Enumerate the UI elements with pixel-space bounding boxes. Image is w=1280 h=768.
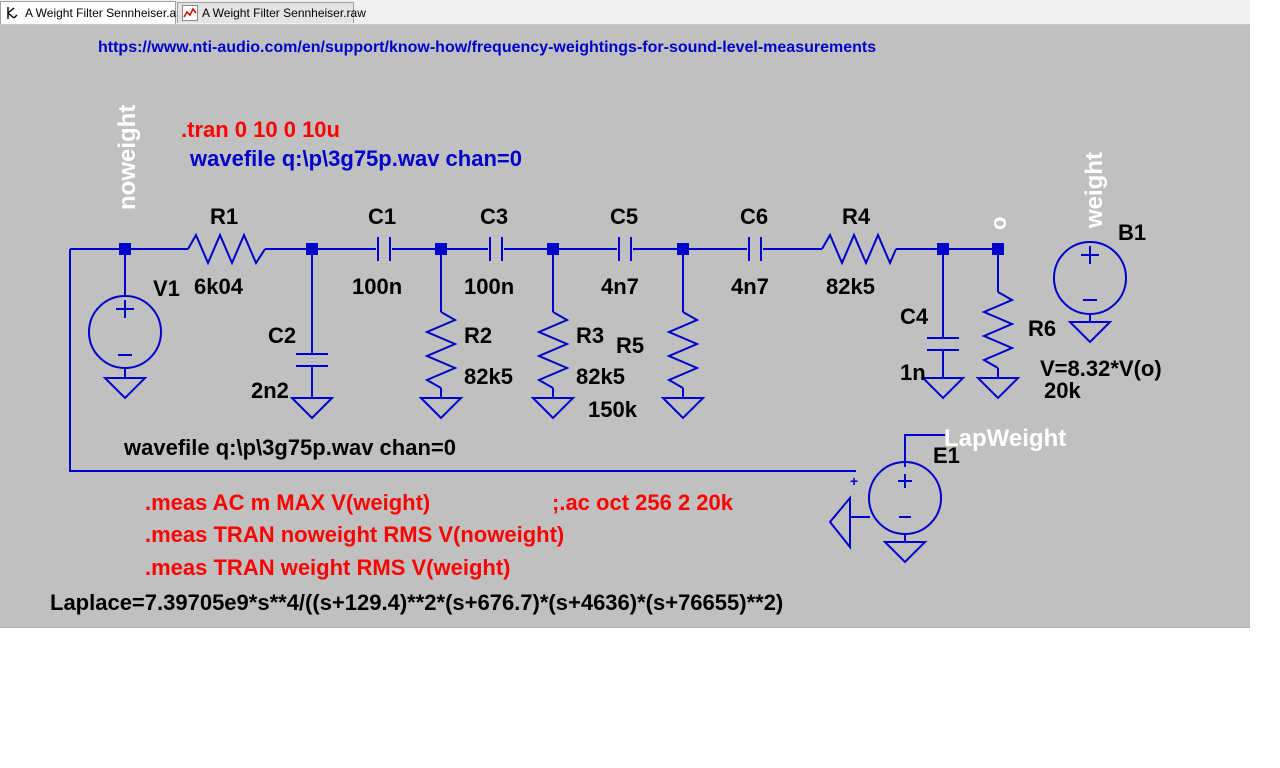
r6-value[interactable]: 20k [1044,378,1081,403]
capacitor-c4 [927,337,959,351]
c4-value[interactable]: 1n [900,360,926,385]
c1-value[interactable]: 100n [352,274,402,299]
wavefile-source-value[interactable]: wavefile q:\p\3g75p.wav chan=0 [123,435,456,460]
tran-directive[interactable]: .tran 0 10 0 10u [181,117,340,142]
net-label-o[interactable]: o [986,217,1011,230]
c5-value[interactable]: 4n7 [601,274,639,299]
c3-name[interactable]: C3 [480,204,508,229]
ground-e1-minus [828,495,870,550]
meas-noweight-directive[interactable]: .meas TRAN noweight RMS V(noweight) [145,522,564,547]
ground-c4 [920,377,966,400]
ground-r2 [418,397,464,420]
capacitor-c3 [489,237,503,261]
net-label-noweight[interactable]: noweight [114,105,141,210]
resistor-r1 [187,232,266,266]
r4-name[interactable]: R4 [842,204,871,229]
capacitor-c2 [296,353,328,367]
c2-value[interactable]: 2n2 [251,378,289,403]
c3-value[interactable]: 100n [464,274,514,299]
r6-name[interactable]: R6 [1028,316,1056,341]
r4-value[interactable]: 82k5 [826,274,875,299]
r1-value[interactable]: 6k04 [194,274,244,299]
capacitor-c6 [748,237,762,261]
laplace-expression[interactable]: Laplace=7.39705e9*s**4/((s+129.4)**2*(s+… [50,590,783,615]
resistor-r6 [981,291,1015,369]
ground-r5 [660,397,706,420]
r5-name[interactable]: R5 [616,333,644,358]
ground-r3 [530,397,576,420]
r5-value[interactable]: 150k [588,397,638,422]
document-tab-bar: A Weight Filter Sennheiser.asc A Weight … [0,0,1250,25]
c6-value[interactable]: 4n7 [731,274,769,299]
resistor-r3 [536,311,570,389]
c5-name[interactable]: C5 [610,204,638,229]
e1-name[interactable]: E1 [933,443,960,468]
r2-name[interactable]: R2 [464,323,492,348]
schematic-canvas[interactable]: + noweight weight o LapWeight https://ww… [0,25,1250,628]
c1-name[interactable]: C1 [368,204,396,229]
r3-name[interactable]: R3 [576,323,604,348]
net-label-lapweight[interactable]: LapWeight [944,425,1066,452]
tab-waveform-label: A Weight Filter Sennheiser.raw [202,6,366,20]
resistor-r2 [424,311,458,389]
c2-name[interactable]: C2 [268,323,296,348]
net-label-weight[interactable]: weight [1081,152,1108,229]
r3-value[interactable]: 82k5 [576,364,625,389]
tab-schematic[interactable]: A Weight Filter Sennheiser.asc [0,1,188,24]
ground-c2 [289,397,335,420]
wavefile-comment[interactable]: wavefile q:\p\3g75p.wav chan=0 [189,146,522,171]
voltage-source-b1 [1053,241,1127,315]
b1-name[interactable]: B1 [1118,220,1146,245]
c6-name[interactable]: C6 [740,204,768,229]
ground-e1 [882,541,928,564]
capacitor-c5 [618,237,632,261]
schematic-wires [69,248,1091,542]
c4-name[interactable]: C4 [900,304,929,329]
schematic-icon [5,5,21,21]
meas-weight-directive[interactable]: .meas TRAN weight RMS V(weight) [145,555,510,580]
url-comment[interactable]: https://www.nti-audio.com/en/support/kno… [98,39,876,56]
waveform-icon [182,5,198,21]
meas-ac-directive[interactable]: .meas AC m MAX V(weight) [145,490,430,515]
e1-plus-sign: + [850,473,858,489]
ground-v1 [102,377,148,400]
resistor-r5 [666,311,700,389]
r1-name[interactable]: R1 [210,204,238,229]
v1-name[interactable]: V1 [153,276,180,301]
junction-dots [119,243,1004,255]
voltage-source-e1 [868,461,942,535]
voltage-source-v1 [88,295,162,369]
tab-schematic-label: A Weight Filter Sennheiser.asc [25,6,189,20]
tab-waveform[interactable]: A Weight Filter Sennheiser.raw [177,2,366,23]
capacitor-c1 [377,237,391,261]
b1-value[interactable]: V=8.32*V(o) [1040,356,1162,381]
ground-r6 [975,377,1021,400]
resistor-r4 [821,232,897,266]
ground-b1 [1067,321,1113,344]
ac-comment[interactable]: ;.ac oct 256 2 20k [552,490,734,515]
r2-value[interactable]: 82k5 [464,364,513,389]
